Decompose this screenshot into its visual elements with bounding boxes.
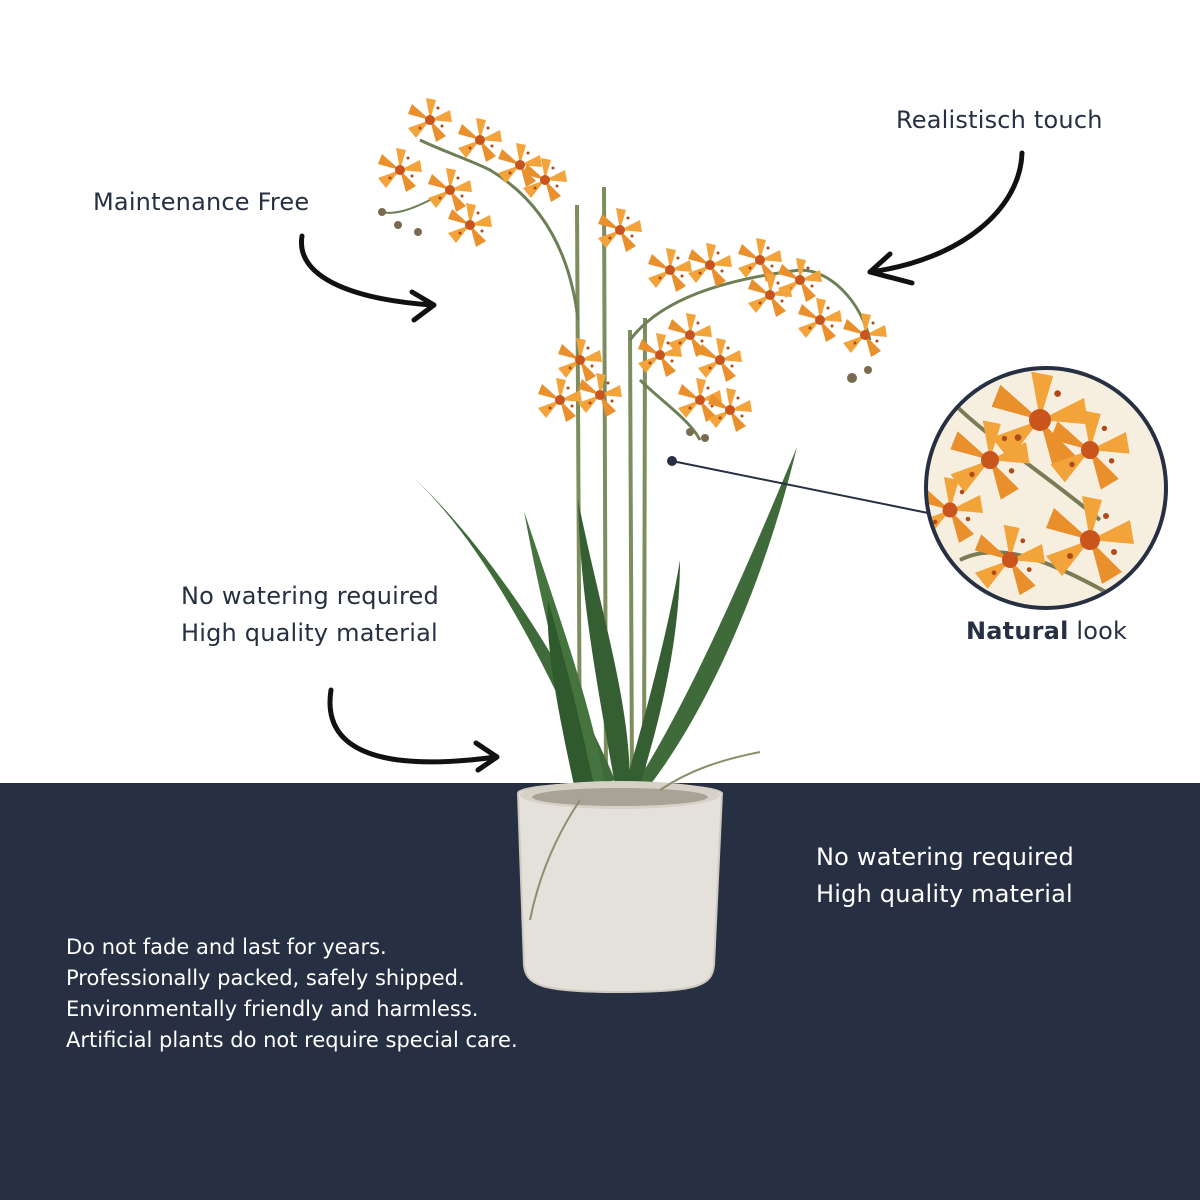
benefits-list: Do not fade and last for years. Professi…	[66, 932, 518, 1056]
natural-rest: look	[1068, 617, 1128, 645]
feature-line: High quality material	[181, 619, 438, 647]
benefit-item: Do not fade and last for years.	[66, 935, 387, 959]
curved-arrow-icon	[327, 687, 500, 773]
callout-realistic-touch: Realistisch touch	[896, 106, 1103, 134]
benefit-item: Environmentally friendly and harmless.	[66, 997, 479, 1021]
feature-line: No watering required	[181, 582, 439, 610]
natural-bold: Natural	[966, 617, 1069, 645]
callout-maintenance-free: Maintenance Free	[93, 188, 310, 216]
curved-arrow-icon	[299, 233, 437, 323]
zoom-detail-icon	[667, 366, 1168, 610]
plant-pot	[516, 751, 761, 994]
callout-natural-look: Natural look	[966, 613, 1127, 650]
benefit-item: Artificial plants do not require special…	[66, 1028, 518, 1052]
feature-line: High quality material	[816, 880, 1073, 908]
feature-line: No watering required	[816, 843, 1074, 871]
orchid-blooms	[378, 98, 887, 442]
benefit-item: Professionally packed, safely shipped.	[66, 966, 465, 990]
callout-features-right: No watering required High quality materi…	[816, 839, 1074, 913]
orchid-leaves	[413, 447, 797, 790]
curved-arrow-icon	[867, 150, 1025, 286]
callout-features-left: No watering required High quality materi…	[181, 578, 439, 652]
